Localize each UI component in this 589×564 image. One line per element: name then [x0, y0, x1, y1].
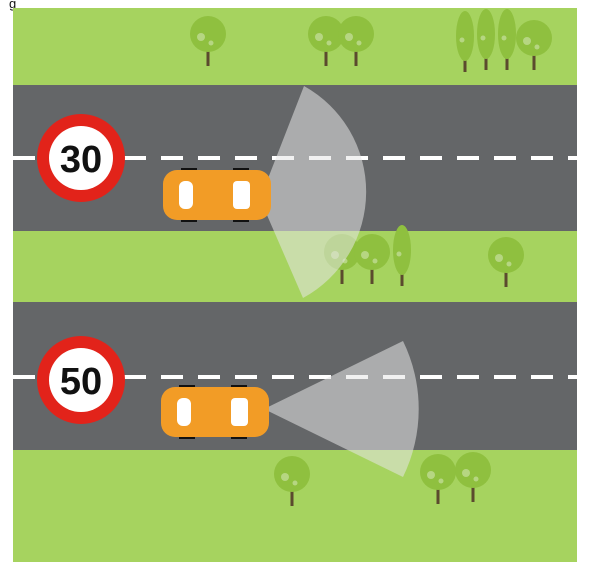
speed-limit-value: 30 [60, 139, 102, 181]
car-lower [161, 385, 269, 439]
car-upper [163, 168, 271, 222]
speed-limit-sign-lower: 50 [37, 336, 125, 424]
speed-limit-sign-upper: 30 [37, 114, 125, 202]
speed-limit-value: 50 [60, 361, 102, 403]
